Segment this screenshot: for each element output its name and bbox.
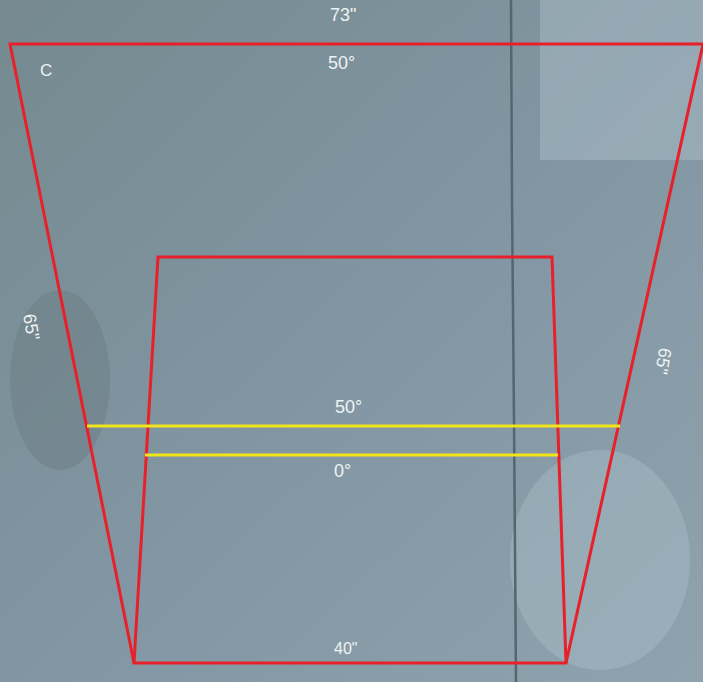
yellow-line: [87, 425, 620, 428]
light-dapple: [510, 450, 690, 670]
inner-trapezoid: [134, 257, 566, 663]
angle-label: 0°: [334, 462, 351, 480]
dimension-label: 65": [652, 346, 674, 375]
dimension-label: 65": [20, 312, 42, 341]
angle-label: 50°: [328, 54, 355, 72]
outer-trapezoid: [10, 44, 703, 663]
dimension-label: 40": [334, 641, 357, 657]
sun-patch: [540, 0, 703, 160]
angle-label: 50°: [335, 398, 362, 416]
corner-letter: C: [40, 62, 52, 79]
dimension-label: 73": [330, 6, 356, 24]
floor-crack: [511, 0, 516, 682]
stain: [10, 290, 110, 470]
yellow-line: [145, 454, 558, 457]
